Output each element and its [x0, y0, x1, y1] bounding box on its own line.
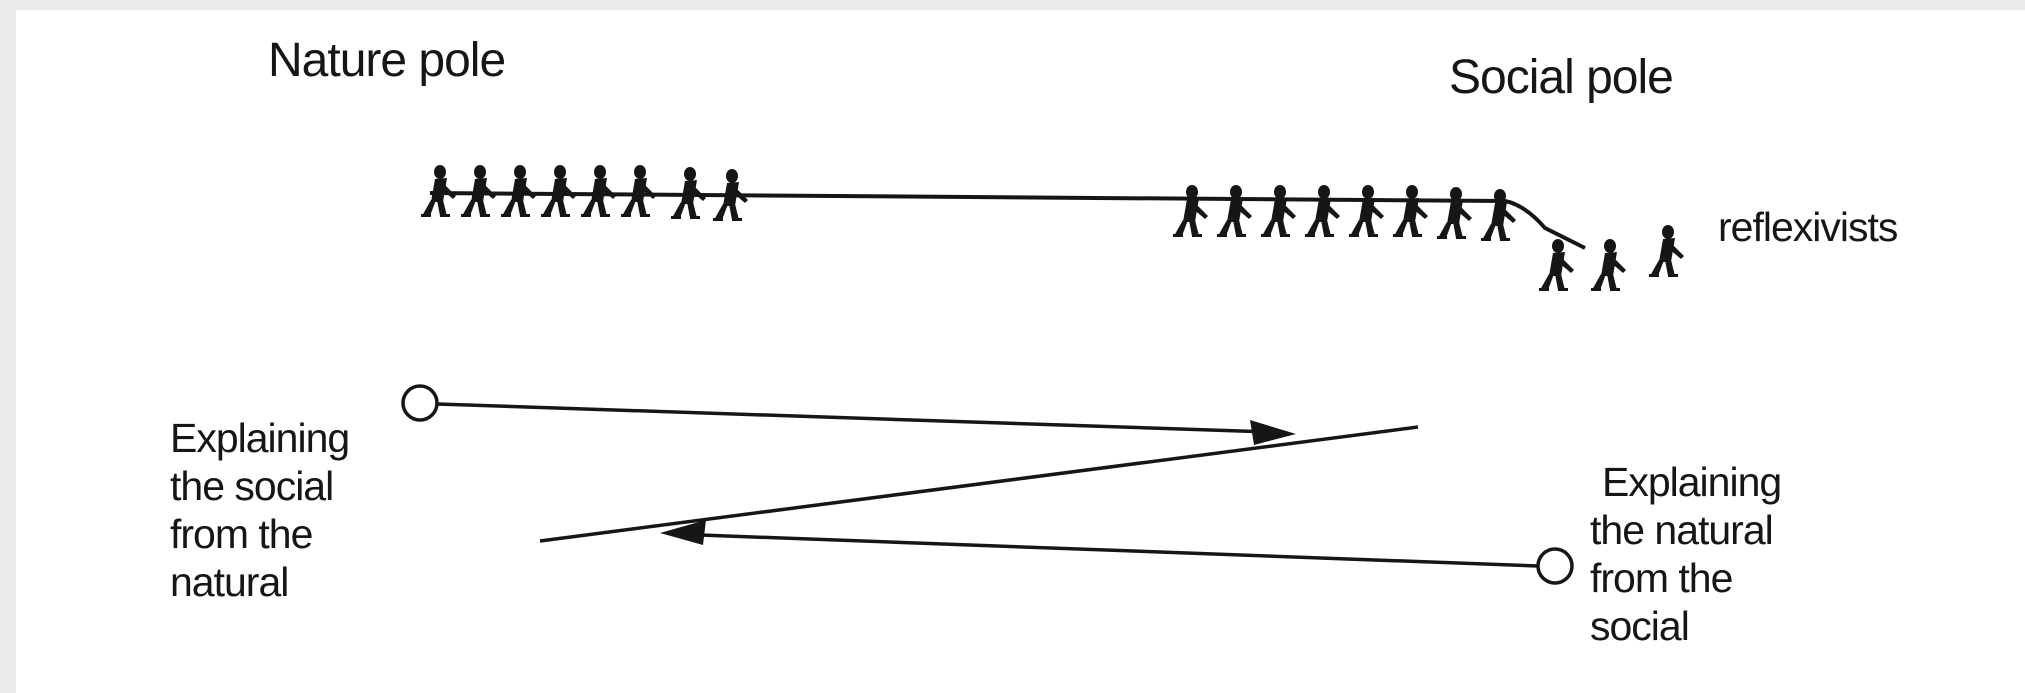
social-pole-label: Social pole [1449, 51, 1674, 104]
social-puller [1305, 185, 1340, 237]
social-puller [1173, 185, 1208, 237]
nature-origin-circle [401, 384, 439, 422]
explaining-natural-line-2: the natural [1590, 507, 1774, 553]
reflexivists-label: reflexivists [1718, 204, 1898, 250]
nature-puller [461, 165, 496, 217]
nature-puller [421, 165, 456, 217]
page-edge-left [0, 0, 16, 693]
nature-puller [621, 165, 656, 217]
social-puller [1349, 185, 1384, 237]
rope-line [429, 191, 1586, 250]
social-puller [1261, 185, 1296, 237]
explaining-social-line-4: natural [170, 559, 289, 605]
explaining-natural-line-1: Explaining [1602, 459, 1782, 505]
arrow-toward-nature [699, 533, 1539, 568]
explaining-natural-line-4: social [1590, 603, 1690, 649]
social-pole-group [1173, 185, 1516, 241]
social-puller [1393, 185, 1428, 237]
nature-pole-label: Nature pole [268, 34, 506, 87]
social-puller [1437, 187, 1472, 239]
explaining-natural-from-social-label: Explaining the natural from the social [1590, 458, 1782, 650]
reflexivist-puller [1539, 239, 1574, 291]
reflexivist-puller [1649, 225, 1684, 277]
arrowhead-toward-nature [660, 520, 706, 545]
social-puller [1217, 185, 1252, 237]
social-origin-circle [1536, 547, 1574, 585]
nature-puller [501, 165, 536, 217]
arrowhead-toward-social [1250, 420, 1296, 445]
explaining-social-from-natural-label: Explaining the social from the natural [170, 414, 350, 606]
page-edge-top [0, 0, 2025, 10]
nature-puller [541, 165, 576, 217]
social-puller [1481, 189, 1516, 241]
explaining-natural-line-3: from the [1590, 555, 1733, 601]
arrow-toward-social [436, 402, 1271, 434]
diagonal-connector [539, 425, 1419, 543]
explaining-social-line-3: from the [170, 511, 313, 557]
explaining-social-line-2: the social [170, 463, 334, 509]
nature-puller [581, 165, 616, 217]
explaining-social-line-1: Explaining [170, 415, 350, 461]
reflexivist-puller [1591, 239, 1626, 291]
